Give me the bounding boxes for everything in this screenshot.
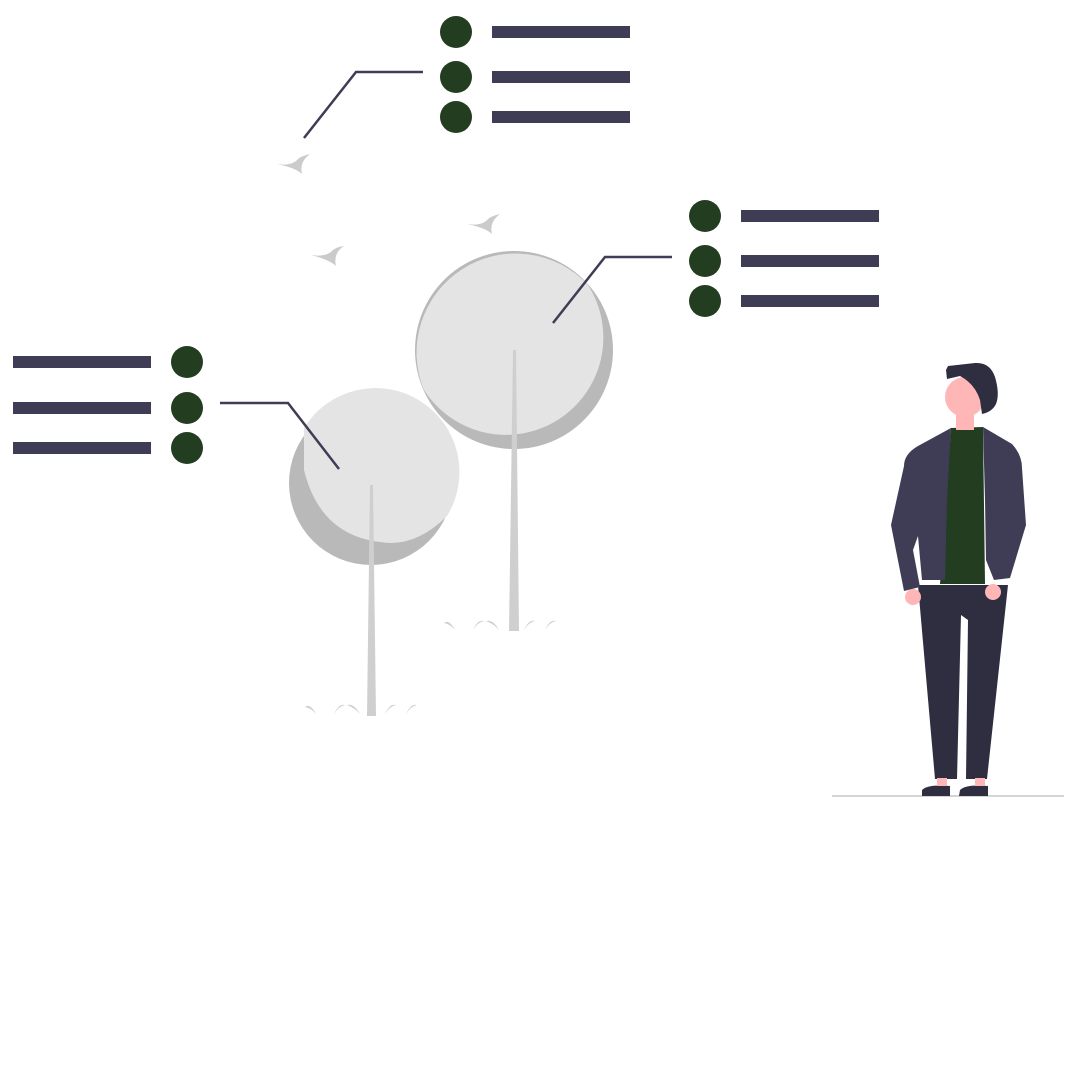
tree-small bbox=[289, 388, 460, 716]
bird-icon bbox=[467, 214, 500, 234]
person-jacket bbox=[891, 428, 951, 591]
leader-line-top bbox=[303, 70, 423, 139]
list-group-top bbox=[440, 16, 630, 133]
list-line-icon bbox=[13, 442, 151, 454]
bird-icon bbox=[277, 154, 310, 174]
bullet-dot-icon bbox=[689, 245, 721, 277]
list-line-icon bbox=[492, 111, 630, 123]
person-figure bbox=[891, 362, 1026, 796]
tree-trunk bbox=[509, 350, 519, 631]
bullet-dot-icon bbox=[171, 392, 203, 424]
list-group-left bbox=[13, 346, 203, 464]
list-group-right bbox=[689, 200, 879, 317]
list-line-icon bbox=[13, 356, 151, 368]
bullet-dot-icon bbox=[171, 432, 203, 464]
person-pants bbox=[918, 585, 1008, 779]
bullet-dot-icon bbox=[171, 346, 203, 378]
grass-tufts bbox=[305, 704, 417, 714]
bullet-dot-icon bbox=[440, 101, 472, 133]
list-line-icon bbox=[741, 295, 879, 307]
bird-icon bbox=[311, 246, 344, 266]
person-shoe bbox=[959, 785, 988, 796]
person-hair bbox=[946, 362, 998, 414]
list-line-icon bbox=[492, 26, 630, 38]
birds bbox=[277, 154, 500, 266]
leader-line-right bbox=[552, 255, 672, 324]
leader-line-left bbox=[220, 401, 340, 470]
list-line-icon bbox=[492, 71, 630, 83]
list-line-icon bbox=[741, 255, 879, 267]
tree-canopy bbox=[304, 388, 460, 543]
bullet-dot-icon bbox=[689, 285, 721, 317]
bullet-dot-icon bbox=[689, 200, 721, 232]
grass-tufts bbox=[444, 620, 556, 630]
tree-canopy-highlight bbox=[416, 253, 594, 410]
list-line-icon bbox=[13, 402, 151, 414]
leader-lines bbox=[220, 70, 672, 470]
person-shoe bbox=[922, 785, 950, 796]
person-hand bbox=[905, 589, 921, 605]
person-shirt bbox=[940, 427, 985, 584]
person-jacket bbox=[983, 427, 1026, 580]
tree-trunk bbox=[367, 485, 376, 716]
person-hand bbox=[985, 584, 1001, 600]
list-line-icon bbox=[741, 210, 879, 222]
tree-large bbox=[415, 251, 613, 631]
bullet-dot-icon bbox=[440, 61, 472, 93]
bullet-dot-icon bbox=[440, 16, 472, 48]
